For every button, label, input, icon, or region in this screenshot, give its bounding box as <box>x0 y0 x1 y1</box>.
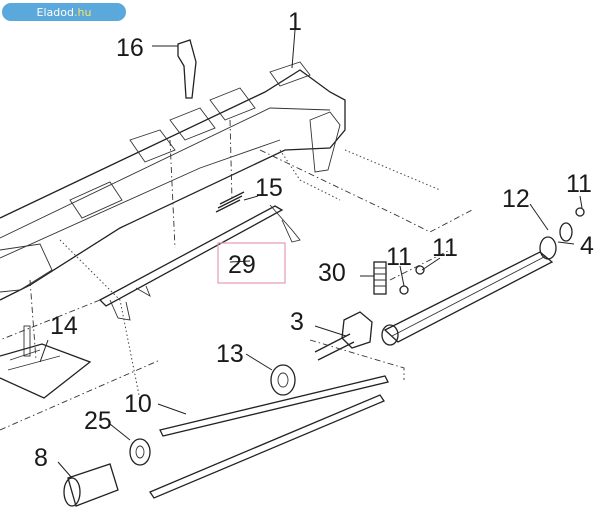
callout-1: 1 <box>288 8 302 36</box>
highlight-box-29 <box>217 242 286 284</box>
assembly-lines <box>0 119 473 431</box>
part-13-bearing <box>270 364 296 396</box>
part-25-gear <box>129 438 151 466</box>
part-4-roller <box>381 222 573 346</box>
part-14-plate <box>0 325 92 399</box>
leader-lines <box>39 29 583 479</box>
callout-14: 14 <box>50 312 78 340</box>
callout-11-b: 11 <box>432 234 458 262</box>
lower-shaft <box>149 394 385 499</box>
callout-13: 13 <box>216 340 244 368</box>
callout-15: 15 <box>255 174 283 202</box>
part-8-roller <box>63 463 119 507</box>
part-30-spring <box>373 261 387 295</box>
callout-3: 3 <box>290 308 304 336</box>
callout-8: 8 <box>34 444 48 472</box>
callout-16: 16 <box>116 34 144 62</box>
eladod-watermark: Eladod.hu <box>2 3 126 21</box>
callout-30: 30 <box>318 259 346 287</box>
part-3-gear <box>314 311 373 361</box>
clip-parts <box>399 207 585 295</box>
watermark-tld: .hu <box>74 5 92 19</box>
part-1-frame <box>0 61 346 301</box>
callout-12: 12 <box>502 185 530 213</box>
callout-29: 29 <box>228 251 256 279</box>
part-29-guide <box>98 204 301 321</box>
callout-4: 4 <box>580 232 594 260</box>
part-16-lever <box>177 39 197 99</box>
part-15-spring <box>215 191 245 213</box>
callout-11-a: 11 <box>386 243 412 271</box>
part-10-shaft <box>159 375 389 437</box>
watermark-brand: Eladod <box>36 5 74 19</box>
callout-25: 25 <box>84 407 112 435</box>
callout-10: 10 <box>124 390 152 418</box>
callout-11-c: 11 <box>566 170 592 198</box>
